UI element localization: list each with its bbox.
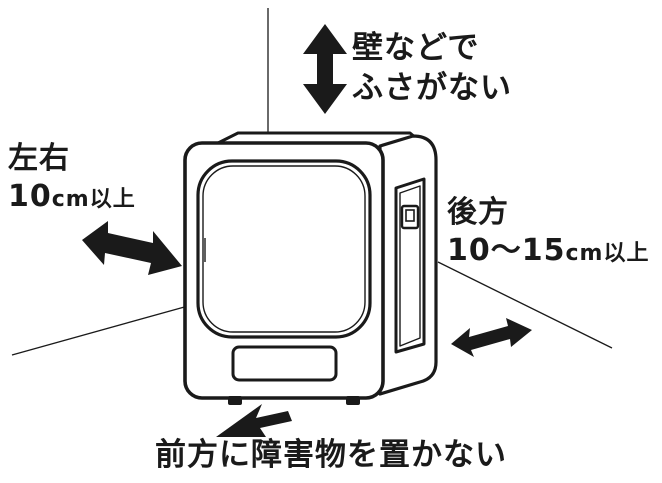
rear-clearance-label: 後方 10～15cm以上 bbox=[447, 196, 649, 267]
dryer-foot-left bbox=[228, 396, 242, 405]
top-double-arrow-icon bbox=[303, 24, 347, 114]
side-label-suffix: 以上 bbox=[89, 186, 136, 212]
rear-label-unit: cm bbox=[565, 240, 604, 266]
right-double-arrow-icon bbox=[451, 318, 532, 357]
rear-label-suffix: 以上 bbox=[603, 240, 650, 266]
arrows bbox=[82, 24, 532, 437]
side-label-title: 左右 bbox=[8, 141, 70, 176]
dryer-door-inner bbox=[202, 165, 366, 333]
front-arrow-icon bbox=[216, 404, 292, 437]
rear-label-value: 10～15 bbox=[447, 232, 566, 268]
floor-right-line bbox=[437, 261, 613, 349]
dryer-appliance bbox=[183, 131, 438, 405]
side-clearance-label: 左右 10cm以上 bbox=[8, 142, 136, 213]
top-clearance-label: 壁などで ふさがない bbox=[352, 28, 512, 109]
floor-left-line bbox=[11, 305, 189, 356]
dryer-foot-right bbox=[346, 396, 360, 405]
front-clearance-label: 前方に障害物を置かない bbox=[155, 437, 507, 473]
side-label-distance: 10cm以上 bbox=[8, 178, 136, 214]
side-label-value: 10 bbox=[8, 178, 52, 214]
rear-label-distance: 10～15cm以上 bbox=[447, 232, 650, 268]
top-label-line1: 壁などで bbox=[352, 30, 480, 66]
dryer-side-latch-inner bbox=[405, 209, 415, 222]
top-label-line2: ふさがない bbox=[352, 70, 512, 107]
dryer-lint-filter bbox=[231, 345, 338, 382]
room-corner-lines bbox=[11, 8, 613, 356]
rear-label-title: 後方 bbox=[447, 195, 509, 230]
left-double-arrow-icon bbox=[82, 221, 182, 275]
side-label-unit: cm bbox=[51, 186, 90, 212]
